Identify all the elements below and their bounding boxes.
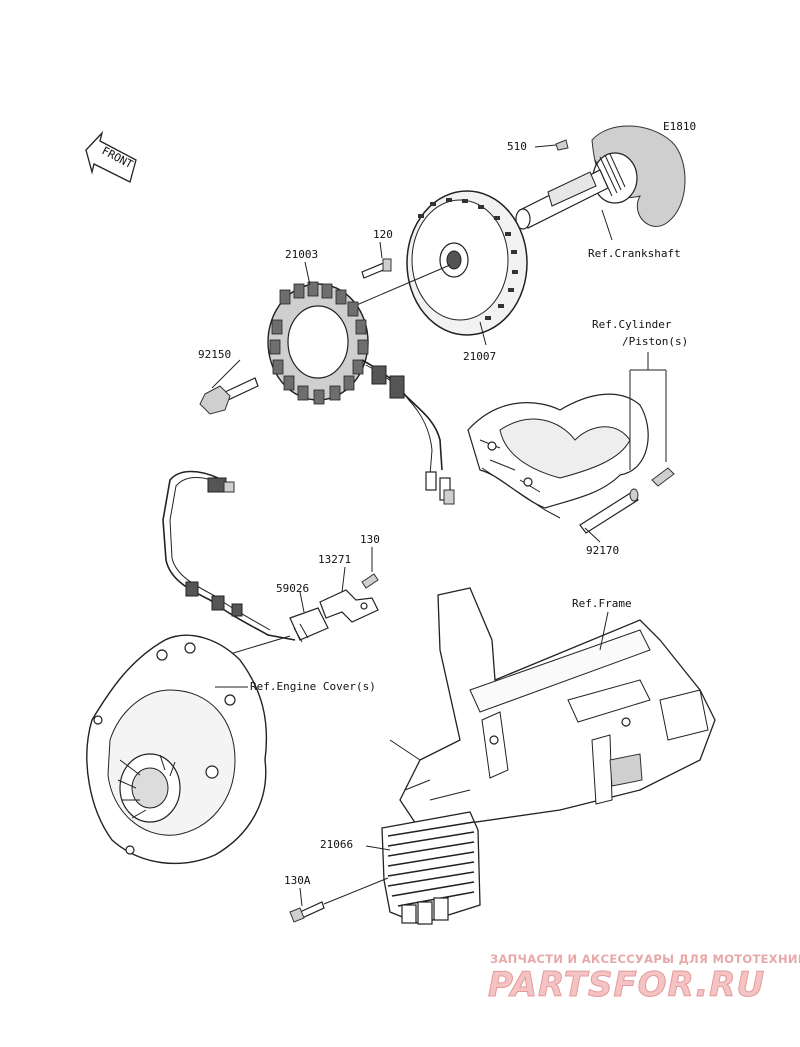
part-13271-label: 13271 xyxy=(318,553,351,566)
part-130-label: 130 xyxy=(360,533,380,546)
part-21007-label: 21007 xyxy=(463,350,496,363)
leader-21066 xyxy=(365,845,391,851)
bolt-120 xyxy=(361,258,392,279)
leader-21003 xyxy=(304,261,311,286)
leader-130a-axis xyxy=(323,877,389,905)
part-510-label: 510 xyxy=(507,140,527,153)
leader-130a xyxy=(299,887,303,907)
leader-13271 xyxy=(341,566,346,593)
part-92170-label: 92170 xyxy=(586,544,619,557)
bolt-130a xyxy=(289,901,325,923)
diagram-code: E1810 xyxy=(663,120,696,133)
watermark-tagline: ЗАПЧАСТИ И АКСЕССУАРЫ ДЛЯ МОТОТЕХНИКИ xyxy=(490,952,800,966)
part-21003-label: 21003 xyxy=(285,248,318,261)
wiring-harness xyxy=(162,470,296,641)
front-arrow-icon: FRONT xyxy=(85,130,137,183)
stator-21003 xyxy=(267,281,455,505)
leader-92170 xyxy=(584,527,601,543)
watermark-brand: PARTSFOR.RU xyxy=(488,965,765,1005)
bolt-130 xyxy=(361,573,379,589)
ref-crankshaft-label: Ref.Crankshaft xyxy=(588,247,681,260)
leader-120 xyxy=(379,241,383,259)
leader-frame xyxy=(599,611,609,651)
ref-frame-label: Ref.Frame xyxy=(572,597,632,610)
part-120-label: 120 xyxy=(373,228,393,241)
flywheel-rotor-21007 xyxy=(406,190,528,336)
part-130a-label: 130A xyxy=(284,874,311,887)
pipe-92170 xyxy=(579,467,675,534)
leader-510 xyxy=(534,144,557,148)
part-59026-label: 59026 xyxy=(276,582,309,595)
leader-crankshaft xyxy=(601,209,613,241)
ref-cylinder-label-2: /Piston(s) xyxy=(622,335,688,348)
leader-21007 xyxy=(479,321,487,346)
part-92150-label: 92150 xyxy=(198,348,231,361)
ref-engine-cover-label: Ref.Engine Cover(s) xyxy=(250,680,376,693)
engine-cover-illustration xyxy=(86,634,268,865)
leader-assembly-axis xyxy=(344,264,451,311)
bolt-92150 xyxy=(199,377,259,415)
part-21066-label: 21066 xyxy=(320,838,353,851)
cylinder-head-illustration xyxy=(467,393,649,519)
regulator-21066 xyxy=(381,811,481,925)
connector-59026 xyxy=(289,607,329,643)
leader-92150 xyxy=(211,359,241,389)
frame-illustration xyxy=(389,587,716,831)
crankshaft-illustration xyxy=(515,125,686,230)
leader-59026 xyxy=(299,591,305,613)
ref-cylinder-label-1: Ref.Cylinder xyxy=(592,318,672,331)
bracket-13271 xyxy=(319,589,379,623)
